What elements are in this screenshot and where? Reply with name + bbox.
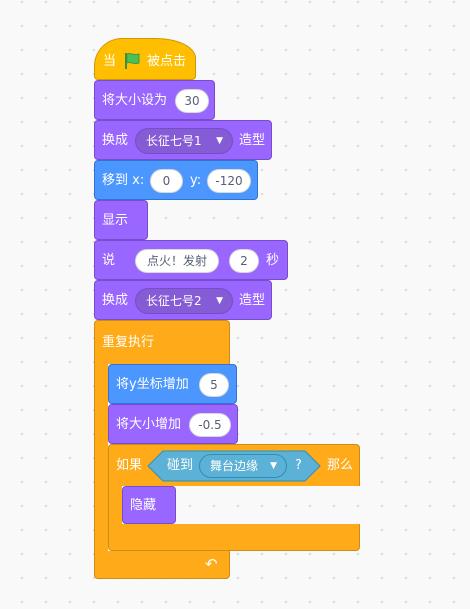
change-size-label: 将大小增加 (116, 417, 182, 432)
hide-block[interactable]: 隐藏 (122, 486, 176, 524)
chevron-down-icon: ▼ (216, 136, 223, 146)
set-size-label: 将大小设为 (102, 93, 168, 108)
costume-dropdown-value: 长征七号1 (146, 134, 202, 148)
forever-block[interactable]: 重复执行 (94, 320, 230, 364)
show-block[interactable]: 显示 (94, 200, 148, 240)
forever-bottom: ↶ (94, 551, 230, 579)
change-y-input[interactable]: 5 (199, 373, 229, 397)
question-mark-label: ? (295, 458, 302, 473)
secs-unit-label: 秒 (266, 253, 280, 268)
costume-dropdown-2[interactable]: 长征七号2 ▼ (135, 288, 233, 314)
if-label: 如果 (116, 458, 143, 473)
show-label: 显示 (102, 213, 129, 228)
green-flag-icon (123, 52, 141, 70)
y-input[interactable]: -120 (207, 169, 251, 193)
change-y-block[interactable]: 将y坐标增加 5 (108, 364, 237, 404)
change-y-label: 将y坐标增加 (116, 377, 189, 392)
forever-label: 重复执行 (102, 335, 155, 350)
goto-x-label: 移到 x: (102, 173, 145, 188)
costume-suffix: 造型 (239, 293, 266, 308)
switch-costume-block-2[interactable]: 换成 长征七号2 ▼ 造型 (94, 280, 272, 320)
chevron-down-icon: ▼ (270, 461, 277, 471)
costume-dropdown-value: 长征七号2 (146, 294, 202, 308)
switch-costume-label: 换成 (102, 293, 129, 308)
say-message-input[interactable]: 点火！发射 (135, 249, 219, 273)
costume-suffix: 造型 (239, 133, 266, 148)
switch-costume-label: 换成 (102, 133, 129, 148)
loop-arrow-icon: ↶ (205, 555, 218, 573)
if-bottom (108, 524, 360, 551)
say-secs-input[interactable]: 2 (229, 249, 259, 273)
change-size-block[interactable]: 将大小增加 -0.5 (108, 404, 238, 444)
when-flag-prefix: 当 (103, 54, 117, 69)
goto-xy-block[interactable]: 移到 x: 0 y: -120 (94, 160, 258, 200)
x-input[interactable]: 0 (150, 169, 183, 193)
change-size-input[interactable]: -0.5 (189, 413, 231, 437)
then-label: 那么 (327, 458, 354, 473)
if-then-block[interactable]: 如果 碰到 舞台边缘 ▼ ? 那么 (108, 444, 360, 486)
when-flag-suffix: 被点击 (147, 54, 187, 69)
say-label: 说 (102, 253, 116, 268)
switch-costume-block-1[interactable]: 换成 长征七号1 ▼ 造型 (94, 120, 272, 160)
chevron-down-icon: ▼ (216, 296, 223, 306)
say-for-secs-block[interactable]: 说 点火！发射 2 秒 (94, 240, 288, 280)
forever-arm (94, 363, 108, 559)
size-input[interactable]: 30 (175, 89, 209, 113)
set-size-block[interactable]: 将大小设为 30 (94, 80, 215, 120)
if-arm (108, 485, 122, 527)
hide-label: 隐藏 (130, 498, 157, 513)
goto-y-label: y: (190, 173, 202, 188)
costume-dropdown-1[interactable]: 长征七号1 ▼ (135, 128, 233, 154)
touching-target-dropdown[interactable]: 舞台边缘 ▼ (199, 454, 287, 478)
touching-label: 碰到 (167, 458, 194, 473)
when-flag-clicked-block[interactable]: 当 被点击 (94, 38, 196, 80)
touching-target-value: 舞台边缘 (210, 459, 259, 473)
